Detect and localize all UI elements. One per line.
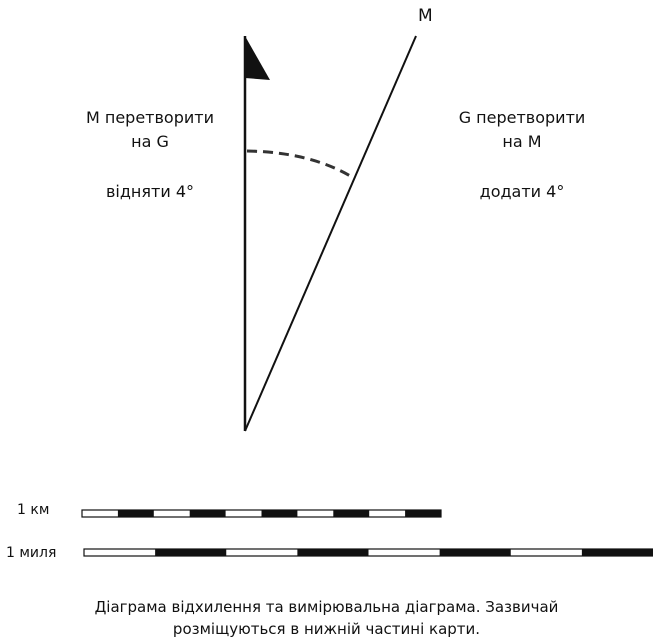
km-scale-segment	[189, 510, 226, 517]
g-to-m-note-line2: на M	[502, 132, 542, 151]
mile-scale-segment	[581, 549, 653, 556]
km-scale-bar	[81, 509, 442, 518]
caption-line1: Діаграма відхилення та вимірювальна діаг…	[94, 598, 559, 616]
m-to-g-note-line1: M перетворити	[85, 108, 214, 127]
caption-line2: розміщуються в нижній частині карти.	[172, 620, 481, 638]
mile-scale-segment	[439, 549, 511, 556]
g-to-m-note-line1: G перетворити	[458, 108, 586, 127]
km-scale-label: 1 км	[17, 502, 50, 518]
declination-arc	[246, 149, 353, 179]
mile-scale-segment	[297, 549, 369, 556]
g-to-m-rule: додати 4°	[479, 182, 565, 201]
km-scale-segment	[117, 510, 154, 517]
magnetic-north-line	[244, 35, 417, 432]
m-to-g-note-line2: на G	[131, 132, 169, 151]
km-scale-segment	[405, 510, 441, 517]
mile-scale-segment	[155, 549, 227, 556]
m-to-g-rule: відняти 4°	[105, 182, 194, 201]
mile-scale-label: 1 миля	[6, 545, 57, 561]
magnetic-north-label: M	[418, 6, 433, 26]
km-scale-segment	[333, 510, 370, 517]
km-scale-segment	[261, 510, 298, 517]
mile-scale-bar	[83, 548, 653, 557]
north-flag-icon	[245, 36, 270, 80]
